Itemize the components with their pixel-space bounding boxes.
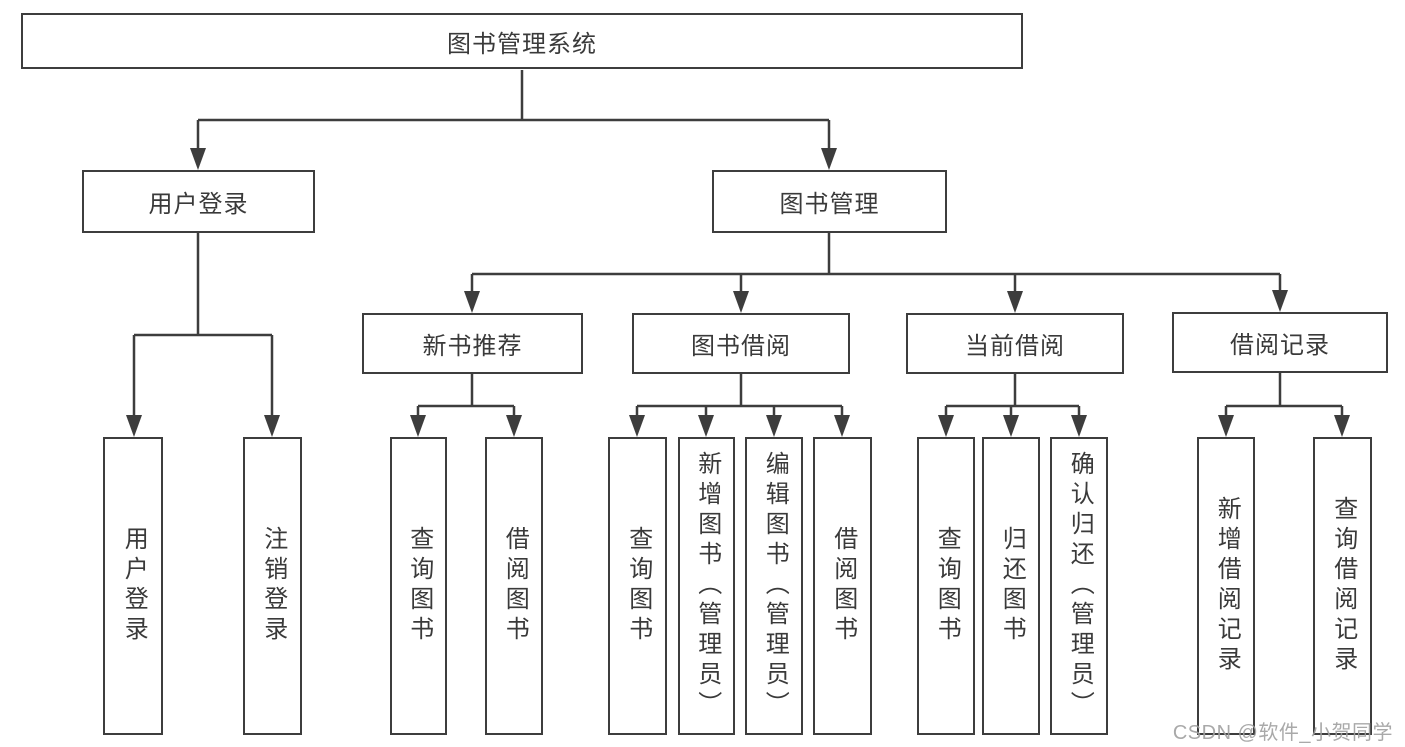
csdn-watermark: CSDN @软件_小贺同学 bbox=[1172, 722, 1393, 744]
arrowhead-icons bbox=[126, 148, 1350, 437]
node-book-management: 图书管理 bbox=[712, 170, 947, 233]
leaf-user-login: 用户登录 bbox=[103, 437, 163, 735]
node-root-library-system: 图书管理系统 bbox=[21, 13, 1023, 69]
leaf-borrow-books-borrowing: 借阅图书 bbox=[813, 437, 872, 735]
leaf-query-books-recommend: 查询图书 bbox=[390, 437, 447, 735]
node-book-borrowing: 图书借阅 bbox=[632, 313, 850, 374]
leaf-add-borrow-record: 新增借阅记录 bbox=[1197, 437, 1255, 735]
leaf-return-book: 归还图书 bbox=[982, 437, 1040, 735]
leaf-logout: 注销登录 bbox=[243, 437, 302, 735]
leaf-borrow-books-recommend: 借阅图书 bbox=[485, 437, 543, 735]
node-current-borrowing: 当前借阅 bbox=[906, 313, 1124, 374]
leaf-query-borrow-record: 查询借阅记录 bbox=[1313, 437, 1372, 735]
leaf-edit-book-admin: 编辑图书（管理员） bbox=[745, 437, 803, 735]
node-borrowing-records: 借阅记录 bbox=[1172, 312, 1388, 373]
leaf-confirm-return-admin: 确认归还（管理员） bbox=[1050, 437, 1108, 735]
tree-edges bbox=[132, 70, 1344, 427]
node-new-book-recommend: 新书推荐 bbox=[362, 313, 583, 374]
leaf-query-books-current: 查询图书 bbox=[917, 437, 975, 735]
leaf-query-books-borrowing: 查询图书 bbox=[608, 437, 667, 735]
leaf-add-book-admin: 新增图书（管理员） bbox=[678, 437, 735, 735]
node-user-login: 用户登录 bbox=[82, 170, 315, 233]
